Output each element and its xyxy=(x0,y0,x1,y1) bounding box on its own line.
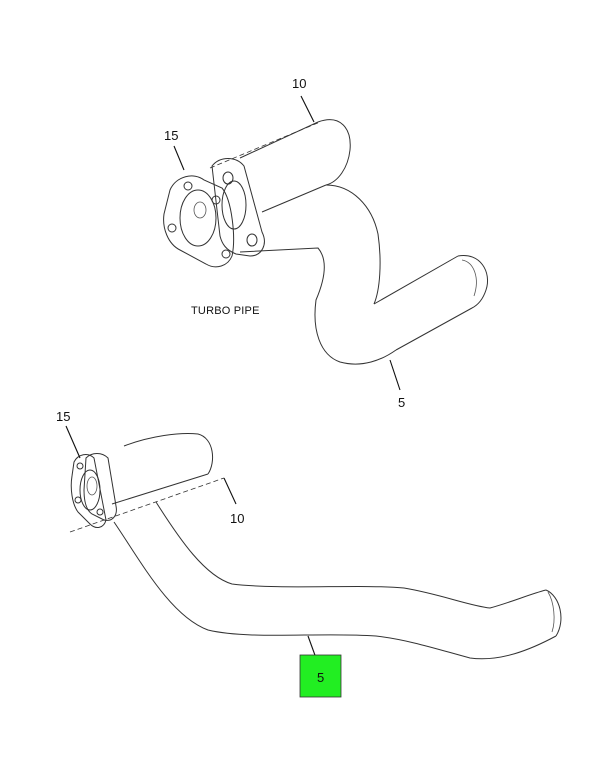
upper-assembly: 10 15 5 TURBO PIPE xyxy=(163,76,488,410)
upper-callout-pipe[interactable]: 5 xyxy=(398,395,405,410)
lower-assembly: 15 10 5 xyxy=(56,409,562,698)
turbo-pipe-caption: TURBO PIPE xyxy=(191,305,260,317)
lower-leader-10 xyxy=(223,477,237,505)
lower-callout-pipe-highlight[interactable] xyxy=(299,654,342,698)
lower-flange-gasket xyxy=(70,453,117,528)
lower-callout-pipe[interactable]: 5 xyxy=(317,670,324,685)
upper-gasket xyxy=(163,175,235,268)
upper-leader-15 xyxy=(173,145,185,171)
upper-leader-5 xyxy=(389,359,401,391)
lower-leader-15 xyxy=(65,425,81,459)
lower-callout-flange-bolt[interactable]: 10 xyxy=(230,511,244,526)
upper-callout-flange-bolt[interactable]: 10 xyxy=(292,76,306,91)
upper-pipe-drawing xyxy=(239,119,488,365)
upper-flange xyxy=(211,158,265,257)
upper-leader-10 xyxy=(300,95,315,123)
lower-centerline xyxy=(69,477,225,533)
lower-pipe-drawing xyxy=(111,433,562,660)
upper-callout-gasket[interactable]: 15 xyxy=(164,128,178,143)
lower-leader-5 xyxy=(307,635,317,659)
lower-callout-gasket[interactable]: 15 xyxy=(56,409,70,424)
upper-centerline xyxy=(209,121,321,169)
